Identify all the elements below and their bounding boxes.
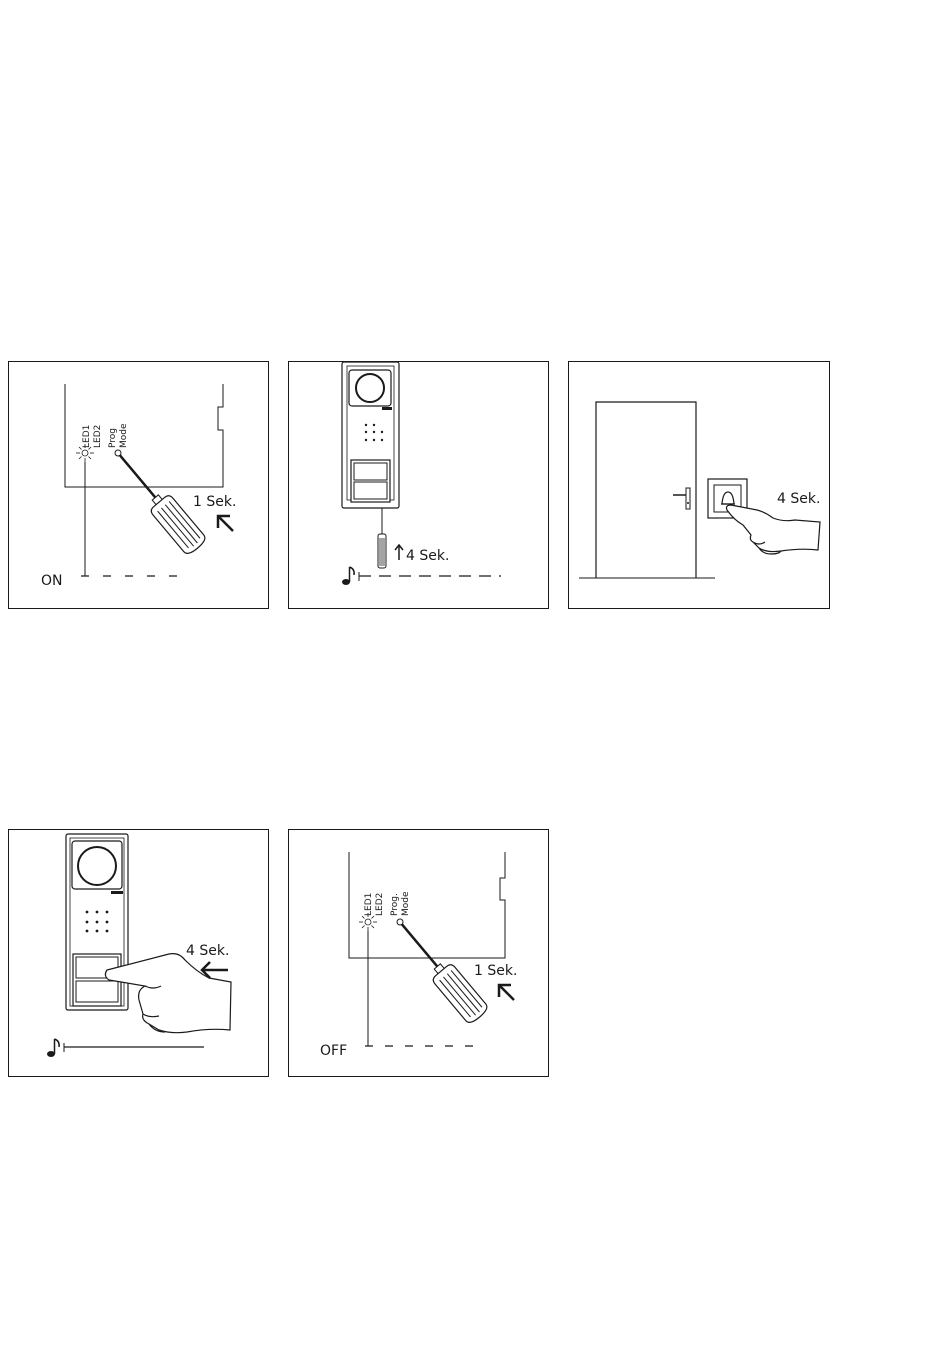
- state-off-label: OFF: [320, 1043, 347, 1059]
- led1-label: LED1: [82, 425, 92, 448]
- prog-button: [115, 450, 121, 456]
- arrow-icon: [218, 516, 233, 531]
- panel-door-station-call-button: 4 Sek.: [8, 829, 269, 1077]
- led2-label: LED2: [93, 425, 103, 448]
- door-station-icon: [66, 834, 128, 1010]
- music-note-icon: [47, 1039, 59, 1057]
- duration-label: 4 Sek.: [777, 491, 820, 507]
- music-note-icon: [342, 567, 354, 585]
- screwdriver-icon: [378, 534, 386, 568]
- arrow-icon: [202, 962, 228, 978]
- door-icon: [579, 402, 715, 578]
- duration-label: 4 Sek.: [406, 548, 449, 564]
- led1-label: LED1: [364, 893, 374, 916]
- duration-label: 1 Sek.: [193, 494, 236, 510]
- state-on-label: ON: [41, 573, 63, 589]
- panel-door-station-button-press: 4 Sek.: [288, 361, 549, 609]
- prog-label: Prog.: [390, 893, 400, 916]
- prog-button: [397, 919, 403, 925]
- panel-5-illustration: LED1 LED2 Prog. Mode OFF 1 Sek.: [289, 830, 549, 1077]
- arrow-icon: [395, 545, 403, 560]
- door-station-icon: [342, 362, 399, 508]
- prog-label: Prog: [108, 428, 118, 448]
- panel-3-illustration: 4 Sek.: [569, 362, 830, 609]
- duration-label: 4 Sek.: [186, 943, 229, 959]
- mode-label: Mode: [401, 891, 411, 916]
- panel-2-illustration: 4 Sek.: [289, 362, 549, 609]
- hand-icon: [727, 505, 821, 554]
- panel-1-illustration: LED1 LED2 Prog Mode ON 1 Sek.: [9, 362, 269, 609]
- panel-programming-mode-on: LED1 LED2 Prog Mode ON 1 Sek.: [8, 361, 269, 609]
- panel-door-bell-press: 4 Sek.: [568, 361, 830, 609]
- panel-programming-mode-off: LED1 LED2 Prog. Mode OFF 1 Sek.: [288, 829, 549, 1077]
- arrow-icon: [499, 985, 514, 1000]
- duration-label: 1 Sek.: [474, 963, 517, 979]
- panel-4-illustration: 4 Sek.: [9, 830, 269, 1077]
- mode-label: Mode: [119, 423, 129, 448]
- led2-label: LED2: [375, 893, 385, 916]
